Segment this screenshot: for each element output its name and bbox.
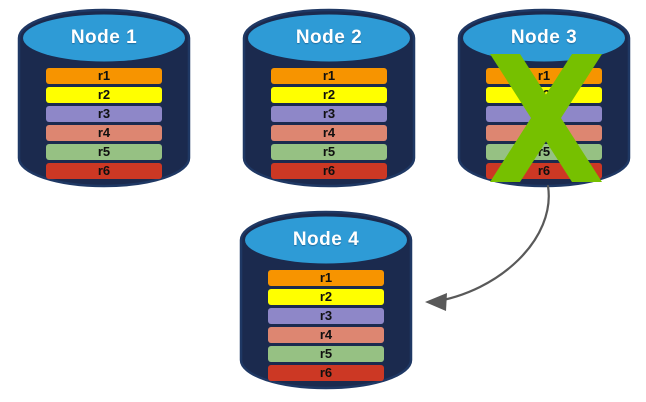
node-1-row-r1[interactable]: r1 bbox=[46, 68, 162, 84]
node-4-row-r4[interactable]: r4 bbox=[268, 327, 384, 343]
cylinder-top-face bbox=[23, 14, 185, 62]
node-1-row-r6[interactable]: r6 bbox=[46, 163, 162, 179]
node-4-row-r5[interactable]: r5 bbox=[268, 346, 384, 362]
node-2-row-list: r1 r2 r3 r4 r5 r6 bbox=[243, 68, 415, 179]
node-1-row-list: r1 r2 r3 r4 r5 r6 bbox=[18, 68, 190, 179]
cylinder-top-face bbox=[463, 14, 625, 62]
node-3-cylinder[interactable]: Node 3r1r2r3r4r5r6 bbox=[457, 8, 631, 188]
node-4-row-r6[interactable]: r6 bbox=[268, 365, 384, 381]
x-mark-stroke-2 bbox=[490, 54, 602, 182]
node-4-row-r1[interactable]: r1 bbox=[268, 270, 384, 286]
node-4-row-r2[interactable]: r2 bbox=[268, 289, 384, 305]
cylinder-top-face bbox=[245, 216, 407, 264]
node-1-row-r5[interactable]: r5 bbox=[46, 144, 162, 160]
node-4-row-r3[interactable]: r3 bbox=[268, 308, 384, 324]
node-1-row-r4[interactable]: r4 bbox=[46, 125, 162, 141]
node-2-row-r1[interactable]: r1 bbox=[271, 68, 387, 84]
x-mark-icon bbox=[490, 54, 602, 182]
node-4-row-list: r1 r2 r3 r4 r5 r6 bbox=[240, 270, 412, 381]
node-2-row-r4[interactable]: r4 bbox=[271, 125, 387, 141]
node-2-row-r6[interactable]: r6 bbox=[271, 163, 387, 179]
node-2-row-r3[interactable]: r3 bbox=[271, 106, 387, 122]
node-1-row-r3[interactable]: r3 bbox=[46, 106, 162, 122]
node-2-row-r2[interactable]: r2 bbox=[271, 87, 387, 103]
node-2-row-r5[interactable]: r5 bbox=[271, 144, 387, 160]
node-1-row-r2[interactable]: r2 bbox=[46, 87, 162, 103]
cylinder-top-face bbox=[248, 14, 410, 62]
